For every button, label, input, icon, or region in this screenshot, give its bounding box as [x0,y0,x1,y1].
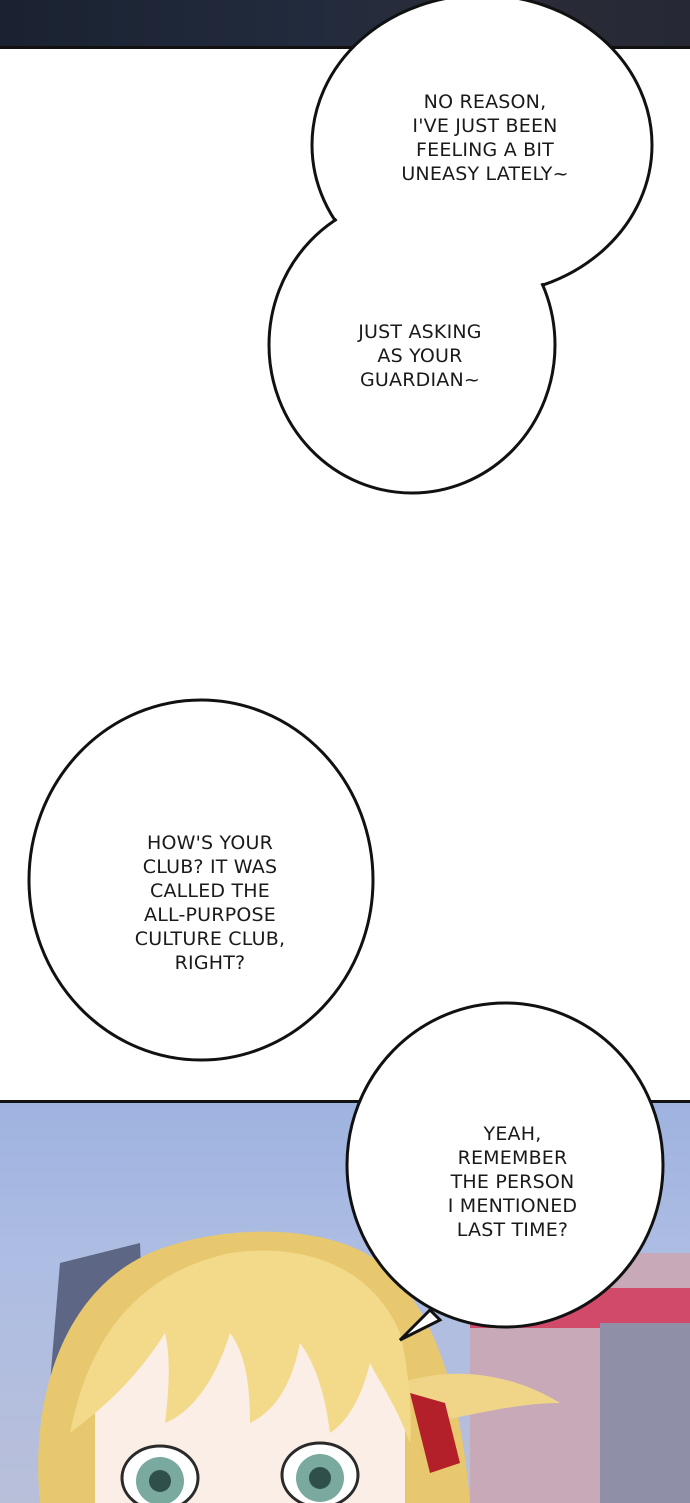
speech-bubble-3 [27,698,375,1062]
speech-bubble-4 [345,1001,665,1342]
bubble-1-text: NO REASON, I'VE JUST BEEN FEELING A BIT … [360,88,610,188]
background-wall [600,1323,690,1503]
bubble-2-line: GUARDIAN~ [360,369,480,391]
bubble-4-line: THE PERSON [450,1171,575,1193]
bubble-3-text: HOW'S YOUR CLUB? IT WAS CALLED THE ALL-P… [90,830,330,976]
bubble-4-text: YEAH, REMEMBER THE PERSON I MENTIONED LA… [400,1120,625,1244]
right-pupil [309,1467,331,1489]
bubble-3-line: CALLED THE [149,880,270,902]
hair-bangs [70,1250,411,1443]
bubble-1-line: I'VE JUST BEEN [412,115,558,137]
bubble-4-line: REMEMBER [457,1147,568,1169]
bubble-3-line: RIGHT? [174,952,246,974]
bubble-2-line: JUST ASKING [358,321,482,343]
bubble-4-line: LAST TIME? [456,1219,569,1241]
bubble-3-line: CLUB? IT WAS [142,856,278,878]
bubble-3-line: ALL-PURPOSE [144,904,276,926]
speech-bubble-4-tail [398,1307,443,1342]
bubble-1-line: UNEASY LATELY~ [401,163,569,185]
bubble-4-line: YEAH, [483,1123,542,1145]
bubble-3-line: HOW'S YOUR [147,832,273,854]
hair-ribbon [410,1393,460,1473]
bubble-3-line: CULTURE CLUB, [134,928,286,950]
bubble-2-line: AS YOUR [377,345,463,367]
bubble-1-line: NO REASON, [423,91,547,113]
bubble-1-line: FEELING A BIT [416,139,554,161]
left-pupil [149,1470,171,1492]
bubble-4-line: I MENTIONED [447,1195,578,1217]
bubble-2-text: JUST ASKING AS YOUR GUARDIAN~ [320,318,520,394]
